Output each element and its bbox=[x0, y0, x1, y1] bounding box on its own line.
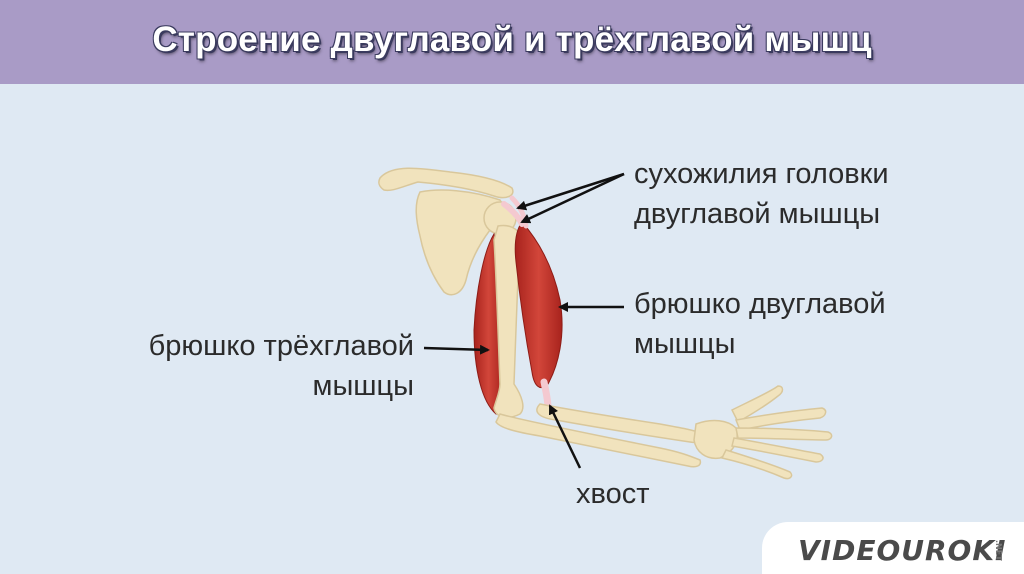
arrow-tendon-2 bbox=[520, 172, 625, 224]
label-tendons-line1: сухожилия головки bbox=[634, 158, 889, 190]
label-triceps-line1: брюшко трёхглавой bbox=[148, 330, 414, 362]
label-tendons: сухожилия головки двуглавой мышцы bbox=[634, 154, 889, 234]
page-title: Строение двуглавой и трёхглавой мышц bbox=[152, 20, 872, 59]
arrow-tail bbox=[548, 404, 582, 469]
hand-bones bbox=[693, 385, 833, 480]
title-bar: Строение двуглавой и трёхглавой мышц bbox=[0, 0, 1024, 84]
label-triceps-belly: брюшко трёхглавой мышцы bbox=[98, 326, 414, 406]
arrow-triceps bbox=[423, 344, 490, 355]
label-triceps-line2: мышцы bbox=[312, 370, 415, 402]
label-biceps-belly: брюшко двуглавой мышцы bbox=[634, 284, 886, 364]
watermark-brand: VIDEOUROKI bbox=[798, 534, 1007, 567]
clavicle bbox=[378, 167, 514, 199]
scapula bbox=[415, 189, 504, 296]
label-tendons-line2: двуглавой мышцы bbox=[634, 198, 881, 230]
ulna bbox=[495, 413, 702, 468]
label-tail: хвост bbox=[576, 478, 650, 510]
label-biceps-line1: брюшко двуглавой bbox=[634, 288, 886, 320]
diagram-labels: сухожилия головки двуглавой мышцы брюшко… bbox=[0, 84, 1024, 574]
watermark-suffix: .NET bbox=[994, 540, 1003, 561]
watermark-badge bbox=[762, 522, 1024, 574]
label-biceps-line2: мышцы bbox=[634, 328, 736, 360]
biceps-muscle bbox=[514, 221, 563, 388]
arrow-tendon-1 bbox=[516, 172, 625, 211]
